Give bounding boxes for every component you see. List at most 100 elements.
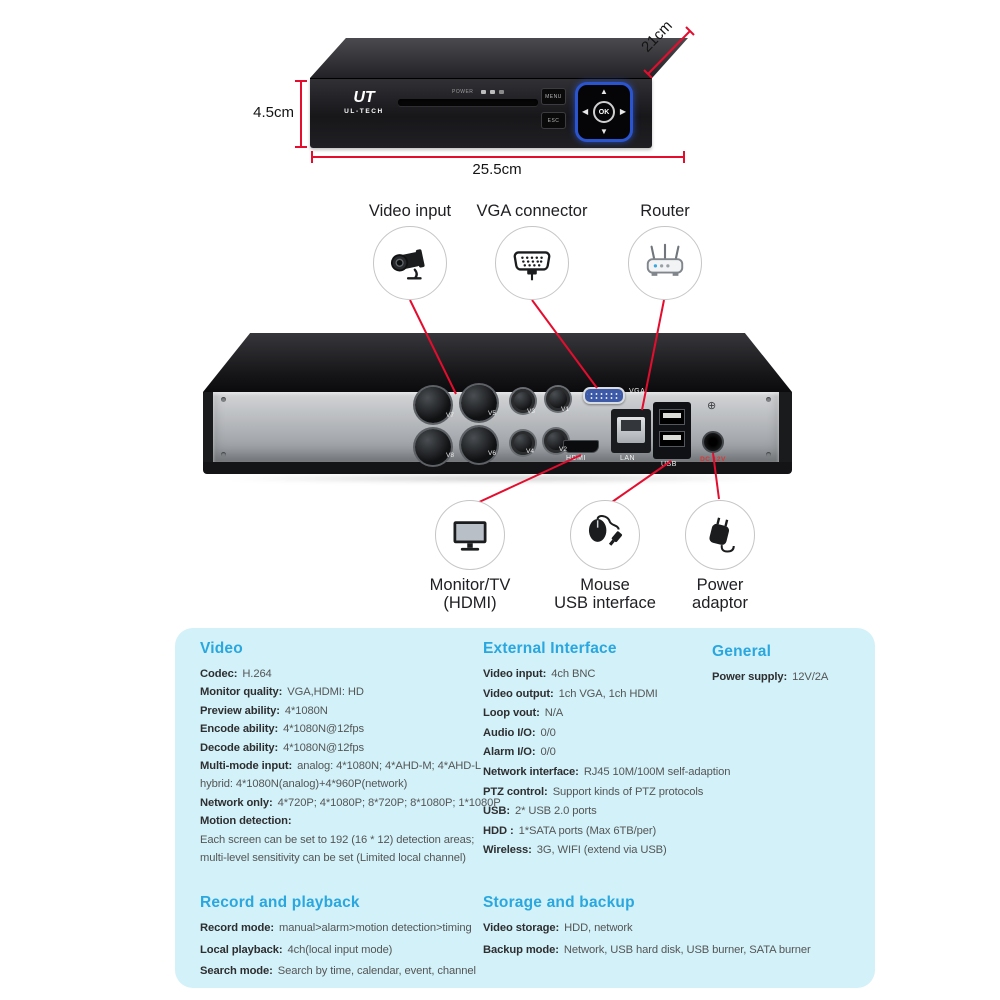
arrow-right-icon: ▶ — [619, 107, 626, 116]
spec-value: manual>alarm>motion detection>timing — [279, 922, 472, 934]
brand-name: UL-TECH — [344, 108, 384, 115]
bnc-label: V2 — [559, 446, 567, 453]
spec-row: HDD :1*SATA ports (Max 6TB/per) — [483, 822, 730, 842]
spec-label: Record mode: — [200, 922, 275, 934]
spec-row: Codec:H.264 — [200, 665, 501, 683]
dimension-width: 25.5cm — [472, 161, 522, 178]
spec-label: Decode ability: — [200, 741, 279, 754]
power-adaptor-icon — [709, 517, 735, 553]
spec-row: Multi-mode input: analog: 4*1080N; 4*AHD-… — [200, 757, 501, 775]
screw — [766, 452, 771, 457]
arrow-up-icon: ▲ — [600, 87, 608, 96]
dvr-rear-base — [203, 462, 792, 474]
spec-row: Network only:4*720P; 4*1080P; 8*720P; 8*… — [200, 794, 501, 812]
device-shadow — [215, 474, 777, 483]
usb-port — [659, 431, 685, 447]
spec-list-general: Power supply:12V/2A — [712, 668, 828, 687]
spec-value: 0/0 — [540, 746, 556, 759]
cctv-camera-icon — [390, 249, 425, 280]
spec-value: Support kinds of PTZ protocols — [552, 785, 704, 798]
spec-label: Motion detection: — [200, 815, 292, 828]
led-indicator — [490, 90, 495, 94]
spec-row: Power supply:12V/2A — [712, 668, 828, 687]
spec-row: multi-level sensitivity can be set (Limi… — [200, 849, 501, 867]
spec-list-external: Video input:4ch BNC Video output:1ch VGA… — [483, 665, 730, 861]
spec-row: Video input:4ch BNC — [483, 665, 730, 685]
callout-label-power-line1: Power — [696, 576, 744, 594]
dc-power-jack — [702, 431, 724, 453]
spec-label: Preview ability: — [200, 704, 280, 717]
spec-row: Preview ability:4*1080N — [200, 702, 501, 720]
arrow-down-icon: ▼ — [600, 127, 608, 136]
spec-row: Motion detection: — [200, 812, 501, 830]
dvr-front-top-face — [310, 38, 688, 78]
bnc-connector — [461, 385, 497, 421]
spec-label: Multi-mode input: — [200, 760, 293, 773]
esc-button: ESC — [541, 112, 566, 129]
line-hdmi-monitor — [476, 454, 582, 504]
led-indicator — [481, 90, 486, 94]
callout-circle-router — [628, 226, 702, 300]
screw — [221, 452, 226, 457]
spec-value: Search by time, calendar, event, channel — [277, 965, 476, 977]
hdmi-port — [563, 440, 599, 453]
spec-label: Alarm I/O: — [483, 746, 536, 759]
spec-row: Encode ability:4*1080N@12fps — [200, 720, 501, 738]
spec-label: Loop vout: — [483, 707, 540, 720]
usb-tongue — [663, 435, 681, 440]
spec-row: Record mode: manual>alarm>motion detectio… — [200, 918, 476, 940]
spec-row: Alarm I/O: 0/0 — [483, 743, 730, 763]
spec-value: Each screen can be set to 192 (16 * 12) … — [200, 833, 475, 846]
spec-row: Loop vout:N/A — [483, 704, 730, 724]
screw — [221, 397, 226, 402]
spec-label: Video output: — [483, 687, 554, 700]
arrow-left-icon: ◀ — [582, 107, 589, 116]
spec-list-record: Record mode: manual>alarm>motion detectio… — [200, 918, 476, 983]
bnc-connector — [415, 429, 451, 465]
vga-plug-icon — [513, 251, 551, 281]
bnc-connector — [511, 389, 535, 413]
callout-circle-video-input — [373, 226, 447, 300]
spec-label: Search mode: — [200, 965, 273, 977]
spec-value: analog: 4*1080N; 4*AHD-M; 4*AHD-L — [297, 760, 482, 773]
bnc-label: V1 — [561, 406, 569, 413]
dimension-line-depth — [643, 26, 695, 79]
spec-row: Each screen can be set to 192 (16 * 12) … — [200, 831, 501, 849]
spec-value: 0/0 — [540, 726, 556, 739]
callout-label-monitor-line2: (HDMI) — [443, 594, 497, 612]
section-title-external-interface: External Interface — [483, 640, 617, 657]
spec-value: RJ45 10M/100M self-adaption — [583, 765, 731, 778]
dimension-line-height — [295, 80, 307, 148]
spec-row: Decode ability:4*1080N@12fps — [200, 739, 501, 757]
lan-port-label: LAN — [620, 455, 636, 462]
spec-row: Backup mode: Network, USB hard disk, USB … — [483, 940, 811, 962]
spec-row: Audio I/O:0/0 — [483, 724, 730, 744]
usb-port — [659, 409, 685, 425]
spec-row: Network interface: RJ45 10M/100M self-ada… — [483, 763, 730, 783]
dc-power-label: DC 12V — [700, 456, 726, 463]
spec-label: Power supply: — [712, 671, 788, 683]
line-video-input — [409, 299, 457, 395]
spec-label: Monitor quality: — [200, 686, 283, 699]
spec-value: Network, USB hard disk, USB burner, SATA… — [563, 943, 811, 956]
spec-label: Backup mode: — [483, 943, 559, 956]
callout-label-video-input: Video input — [368, 202, 452, 220]
section-title-video: Video — [200, 640, 243, 657]
bnc-label: V6 — [488, 450, 496, 457]
spec-value: 4*720P; 4*1080P; 8*720P; 8*1080P; 1*1080… — [277, 796, 501, 809]
spec-list-video: Codec:H.264 Monitor quality: VGA,HDMI: HD… — [200, 665, 501, 867]
spec-label: USB: — [483, 805, 510, 818]
bnc-connector — [546, 387, 570, 411]
section-title-general: General — [712, 643, 772, 660]
spec-value: hybrid: 4*1080N(analog)+4*960P(network) — [200, 778, 408, 791]
spec-label: Network interface: — [483, 765, 579, 778]
bnc-label: V3 — [527, 408, 535, 415]
callout-label-router: Router — [640, 202, 690, 220]
section-title-record-playback: Record and playback — [200, 894, 360, 911]
bnc-connector — [461, 427, 497, 463]
spec-value: 1*SATA ports (Max 6TB/per) — [518, 824, 657, 837]
callout-label-power-line2: adaptor — [692, 594, 748, 612]
vga-port — [583, 387, 625, 404]
spec-value: VGA,HDMI: HD — [287, 686, 364, 699]
